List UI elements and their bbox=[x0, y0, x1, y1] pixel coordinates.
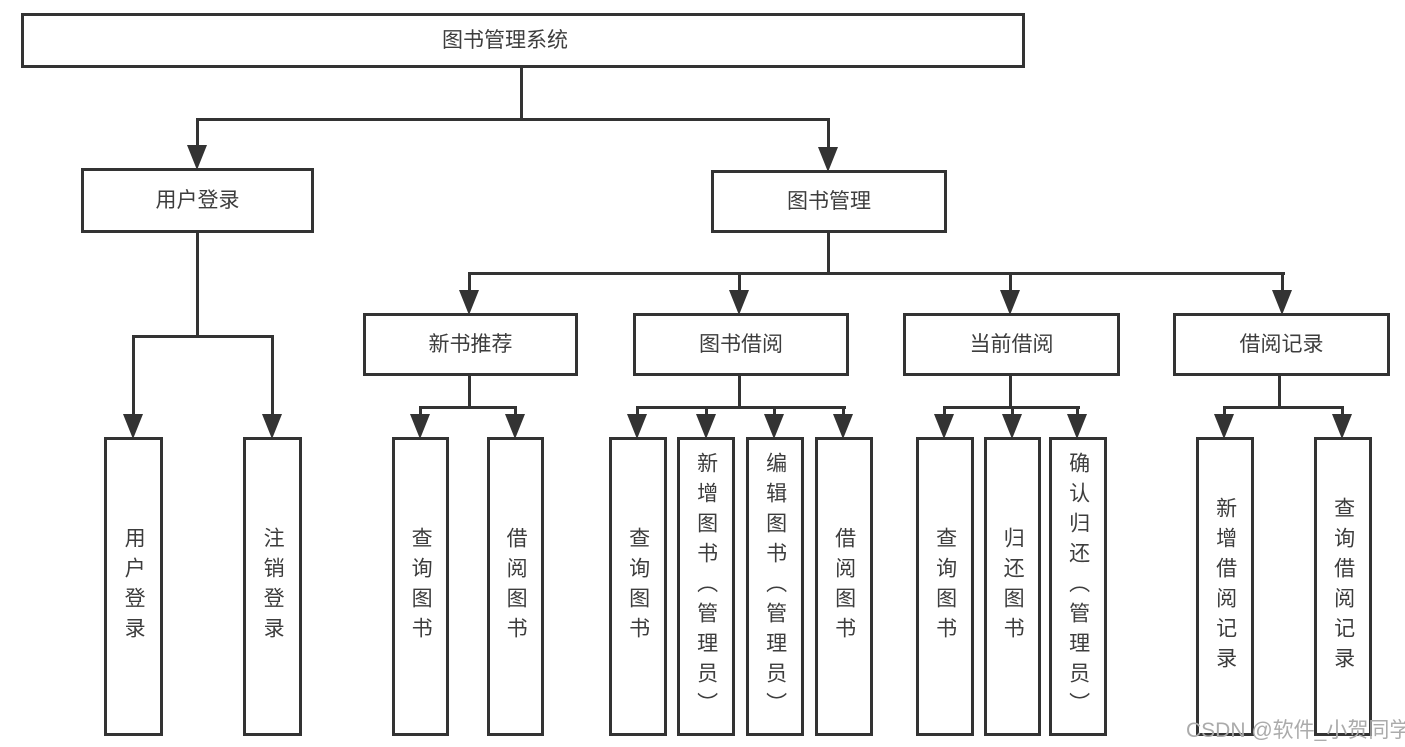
leaf-bb-add-books-label: 新增图书（管理员） bbox=[694, 451, 718, 722]
leaf-cb-query-books-label: 查询图书 bbox=[933, 526, 957, 647]
leaf-user-login: 用户登录 bbox=[104, 437, 163, 736]
arrowhead-icon bbox=[123, 414, 143, 439]
node-current-borrow-label: 当前借阅 bbox=[969, 332, 1054, 356]
arrow-to-cb-query-books bbox=[934, 406, 955, 439]
leaf-bb-add-books: 新增图书（管理员） bbox=[677, 437, 735, 736]
arrowhead-icon bbox=[459, 290, 479, 315]
arrow-to-nb-borrow-books bbox=[505, 406, 526, 439]
connector-borrow-records-bar bbox=[1223, 406, 1344, 409]
arrowhead-icon bbox=[1214, 414, 1234, 439]
leaf-bb-borrow-books-label: 借阅图书 bbox=[832, 526, 856, 647]
arrowhead-icon bbox=[1067, 414, 1087, 439]
arrow-to-br-query-record bbox=[1332, 406, 1353, 439]
leaf-bb-query-books: 查询图书 bbox=[609, 437, 667, 736]
connector-current-borrow-stem bbox=[1009, 375, 1012, 409]
node-user-login-label: 用户登录 bbox=[155, 188, 240, 212]
node-current-borrow: 当前借阅 bbox=[903, 313, 1120, 376]
arrow-to-bb-edit-books bbox=[764, 406, 785, 439]
leaf-br-query-record: 查询借阅记录 bbox=[1314, 437, 1372, 736]
arrowhead-icon bbox=[627, 414, 647, 439]
connector-borrow-records-stem bbox=[1278, 375, 1281, 409]
node-user-login: 用户登录 bbox=[81, 168, 314, 233]
arrow-to-br-add-record bbox=[1214, 406, 1235, 439]
arrowhead-icon bbox=[1002, 414, 1022, 439]
node-root: 图书管理系统 bbox=[21, 13, 1025, 68]
connector-new-book-recommend-bar bbox=[419, 406, 517, 409]
arrowhead-icon bbox=[410, 414, 430, 439]
node-borrow-records: 借阅记录 bbox=[1173, 313, 1390, 376]
arrow-to-cb-confirm-return bbox=[1067, 406, 1088, 439]
node-book-management-label: 图书管理 bbox=[787, 189, 871, 213]
node-new-book-recommend: 新书推荐 bbox=[363, 313, 578, 376]
leaf-bb-borrow-books: 借阅图书 bbox=[815, 437, 873, 736]
connector-book-management-stem bbox=[827, 233, 830, 275]
arrowhead-icon bbox=[1000, 290, 1020, 315]
arrowhead-icon bbox=[1332, 414, 1352, 439]
leaf-nb-borrow-books-label: 借阅图书 bbox=[504, 526, 528, 647]
leaf-cb-return-books-label: 归还图书 bbox=[1001, 526, 1025, 647]
csdn-watermark: CSDN @软件_小贺同学 bbox=[1186, 719, 1405, 742]
leaf-nb-borrow-books: 借阅图书 bbox=[487, 437, 544, 736]
leaf-user-login-label: 用户登录 bbox=[122, 526, 146, 647]
leaf-nb-query-books-label: 查询图书 bbox=[409, 526, 433, 647]
arrowhead-icon bbox=[696, 414, 716, 439]
leaf-logout-label: 注销登录 bbox=[261, 526, 285, 647]
arrow-to-book-management bbox=[818, 118, 839, 172]
leaf-bb-query-books-label: 查询图书 bbox=[626, 526, 650, 647]
node-book-management: 图书管理 bbox=[711, 170, 947, 233]
leaf-cb-confirm-return-label: 确认归还（管理员） bbox=[1066, 451, 1090, 722]
arrow-to-leaf-logout bbox=[262, 335, 283, 439]
node-book-borrow-label: 图书借阅 bbox=[699, 332, 783, 356]
connector-root-bar bbox=[197, 118, 830, 121]
connector-book-borrow-stem bbox=[738, 375, 741, 409]
arrowhead-icon bbox=[764, 414, 784, 439]
leaf-nb-query-books: 查询图书 bbox=[392, 437, 449, 736]
leaf-cb-confirm-return: 确认归还（管理员） bbox=[1049, 437, 1107, 736]
leaf-logout: 注销登录 bbox=[243, 437, 302, 736]
leaf-cb-query-books: 查询图书 bbox=[916, 437, 974, 736]
arrow-to-bb-query-books bbox=[627, 406, 648, 439]
arrow-to-cb-return-books bbox=[1002, 406, 1023, 439]
connector-user-login-stem bbox=[196, 233, 199, 338]
leaf-cb-return-books: 归还图书 bbox=[984, 437, 1041, 736]
leaf-bb-edit-books-label: 编辑图书（管理员） bbox=[763, 451, 787, 722]
arrowhead-icon bbox=[833, 414, 853, 439]
node-root-label: 图书管理系统 bbox=[442, 28, 568, 52]
arrowhead-icon bbox=[1272, 290, 1292, 315]
connector-root-stem bbox=[520, 68, 523, 121]
connector-new-book-recommend-stem bbox=[468, 375, 471, 409]
leaf-bb-edit-books: 编辑图书（管理员） bbox=[746, 437, 804, 736]
node-borrow-records-label: 借阅记录 bbox=[1239, 332, 1324, 356]
leaf-br-add-record: 新增借阅记录 bbox=[1196, 437, 1254, 736]
arrow-to-bb-add-books bbox=[696, 406, 717, 439]
node-new-book-recommend-label: 新书推荐 bbox=[428, 332, 513, 356]
arrow-to-borrow-records bbox=[1272, 272, 1293, 315]
arrow-to-leaf-user-login bbox=[123, 335, 144, 439]
arrow-to-book-borrow bbox=[729, 272, 750, 315]
arrowhead-icon bbox=[818, 147, 838, 172]
node-book-borrow: 图书借阅 bbox=[633, 313, 849, 376]
connector-book-borrow-bar bbox=[636, 406, 846, 409]
arrow-to-bb-borrow-books bbox=[833, 406, 854, 439]
arrowhead-icon bbox=[505, 414, 525, 439]
arrow-to-user-login bbox=[187, 118, 208, 170]
arrowhead-icon bbox=[729, 290, 749, 315]
arrow-to-new-book-recommend bbox=[459, 272, 480, 315]
leaf-br-add-record-label: 新增借阅记录 bbox=[1213, 496, 1237, 677]
arrowhead-icon bbox=[187, 145, 207, 170]
arrow-to-nb-query-books bbox=[410, 406, 431, 439]
connector-book-management-bar bbox=[468, 272, 1285, 275]
arrow-to-current-borrow bbox=[1000, 272, 1021, 315]
connector-user-login-bar bbox=[132, 335, 274, 338]
arrowhead-icon bbox=[262, 414, 282, 439]
arrowhead-icon bbox=[934, 414, 954, 439]
leaf-br-query-record-label: 查询借阅记录 bbox=[1331, 496, 1355, 677]
